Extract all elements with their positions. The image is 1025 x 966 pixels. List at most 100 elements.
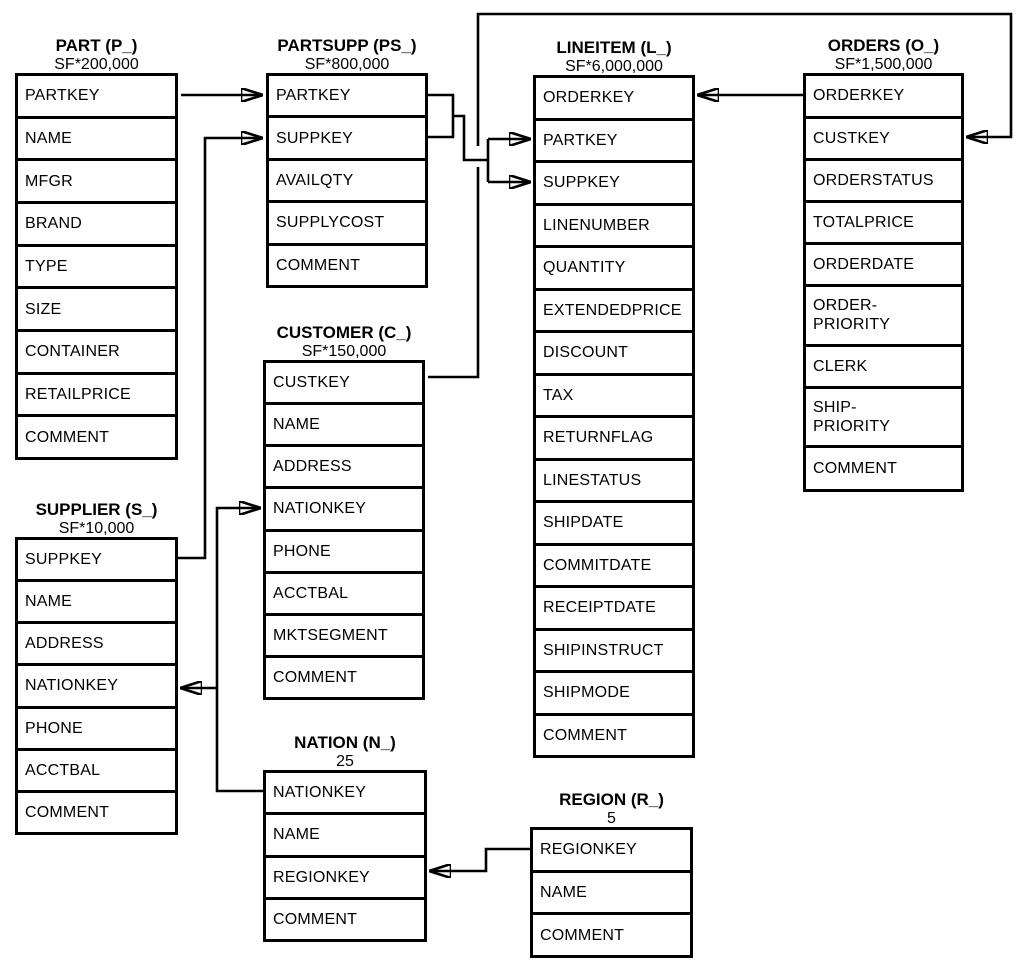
column-label: NAME xyxy=(540,884,588,901)
column-label: PARTKEY xyxy=(25,87,100,105)
table-caption-nation: NATION (N_)25 xyxy=(294,733,396,771)
table-caption-partsupp: PARTSUPP (PS_)SF*800,000 xyxy=(277,36,416,74)
column-label: REGIONKEY xyxy=(540,841,637,859)
column-label: RETAILPRICE xyxy=(25,386,131,404)
table-row: TAX xyxy=(536,372,692,415)
table-row: ACCTBAL xyxy=(266,570,422,613)
column-label: CLERK xyxy=(813,358,868,375)
table-row: SUPPLYCOST xyxy=(269,200,425,243)
column-label: LINENUMBER xyxy=(543,216,650,234)
table-row: CUSTKEY xyxy=(266,363,422,403)
column-label: NAME xyxy=(273,826,321,844)
column-label: NAME xyxy=(273,416,321,434)
table-title: PARTSUPP (PS_) xyxy=(277,36,417,55)
column-label: COMMITDATE xyxy=(543,556,652,574)
column-label: QUANTITY xyxy=(543,259,626,277)
table-title: ORDERS (O_) xyxy=(827,36,940,55)
table-row: PARTKEY xyxy=(269,76,425,116)
table-caption-orders: ORDERS (O_)SF*1,500,000 xyxy=(828,36,939,74)
table-cardinality: SF*150,000 xyxy=(301,343,387,360)
table-row: ORDERSTATUS xyxy=(806,157,961,200)
table-row: COMMENT xyxy=(533,912,690,956)
table-row: ORDERKEY xyxy=(536,78,692,118)
table-row: COMMENT xyxy=(18,789,175,832)
table-row: SHIPMODE xyxy=(536,670,692,713)
table-row: TYPE xyxy=(18,243,175,287)
column-label: COMMENT xyxy=(813,460,898,478)
table-row: ORDER- PRIORITY xyxy=(806,283,961,344)
table-row: CONTAINER xyxy=(18,329,175,372)
table-row: NATIONKEY xyxy=(18,663,175,706)
column-label: SIZE xyxy=(25,300,62,318)
table-title: LINEITEM (L_) xyxy=(556,38,672,57)
column-label: BRAND xyxy=(25,215,83,233)
table-title: CUSTOMER (C_) xyxy=(276,323,412,342)
table-row: LINENUMBER xyxy=(536,202,692,245)
table-row: MFGR xyxy=(18,158,175,202)
column-label: PHONE xyxy=(25,719,83,737)
table-row: EXTENDEDPRICE xyxy=(536,287,692,330)
table-title: REGION (R_) xyxy=(559,790,664,809)
table-row: CLERK xyxy=(806,343,961,387)
table-cardinality: SF*10,000 xyxy=(58,520,135,537)
table-row: SUPPKEY xyxy=(18,540,175,580)
table-row: COMMENT xyxy=(269,242,425,286)
table-title: SUPPLIER (S_) xyxy=(35,500,158,519)
table-row: COMMITDATE xyxy=(536,542,692,585)
table-row: AVAILQTY xyxy=(269,157,425,201)
table-cardinality: 5 xyxy=(607,810,616,827)
table-caption-lineitem: LINEITEM (L_)SF*6,000,000 xyxy=(556,38,671,76)
rel-supplier-suppkey-to-partsupp-suppkey xyxy=(178,138,263,560)
table-row: NAME xyxy=(266,812,424,855)
column-label: TYPE xyxy=(25,258,68,276)
table-caption-region: REGION (R_)5 xyxy=(559,790,664,828)
table-row: NAME xyxy=(533,869,690,913)
column-label: ORDER- PRIORITY xyxy=(813,297,891,334)
column-label: AVAILQTY xyxy=(276,172,354,190)
column-label: NATIONKEY xyxy=(25,677,119,695)
table-row: CUSTKEY xyxy=(806,115,961,158)
column-label: SHIP- PRIORITY xyxy=(813,399,891,436)
column-label: EXTENDEDPRICE xyxy=(543,301,682,319)
column-label: CONTAINER xyxy=(25,343,120,361)
table-cardinality: SF*200,000 xyxy=(54,56,139,73)
table-row: ADDRESS xyxy=(266,444,422,487)
table-row: MKTSEGMENT xyxy=(266,612,422,655)
column-label: ACCTBAL xyxy=(273,584,349,602)
column-label: ORDERSTATUS xyxy=(813,171,934,189)
column-label: REGIONKEY xyxy=(273,868,370,886)
table-row: PARTKEY xyxy=(18,76,175,116)
table-caption-part: PART (P_)SF*200,000 xyxy=(54,36,139,74)
table-row: COMMENT xyxy=(18,414,175,458)
table-row: PHONE xyxy=(18,705,175,748)
table-row: ORDERKEY xyxy=(806,76,961,116)
column-label: DISCOUNT xyxy=(543,344,629,362)
table-row: RETAILPRICE xyxy=(18,371,175,415)
table-row: REGIONKEY xyxy=(266,854,424,897)
table-row: REGIONKEY xyxy=(533,830,690,870)
column-label: PHONE xyxy=(273,542,331,560)
table-cardinality: SF*6,000,000 xyxy=(565,58,663,75)
column-label: COMMENT xyxy=(273,668,358,686)
rel-region-regionkey-to-nation-regionkey xyxy=(429,847,530,871)
column-label: TAX xyxy=(543,386,574,404)
column-label: MFGR xyxy=(25,172,73,190)
column-label: SUPPKEY xyxy=(276,129,353,147)
column-label: COMMENT xyxy=(273,910,358,928)
column-label: TOTALPRICE xyxy=(813,213,914,231)
table-row: COMMENT xyxy=(806,445,961,490)
column-label: COMMENT xyxy=(543,726,628,744)
column-label: PARTKEY xyxy=(276,87,351,105)
table-row: NAME xyxy=(266,402,422,445)
column-label: RETURNFLAG xyxy=(543,429,654,447)
column-label: SUPPKEY xyxy=(25,551,102,569)
rel-partsupp-bracket xyxy=(428,93,490,182)
table-caption-customer: CUSTOMER (C_)SF*150,000 xyxy=(277,323,412,361)
column-label: NATIONKEY xyxy=(273,784,367,802)
